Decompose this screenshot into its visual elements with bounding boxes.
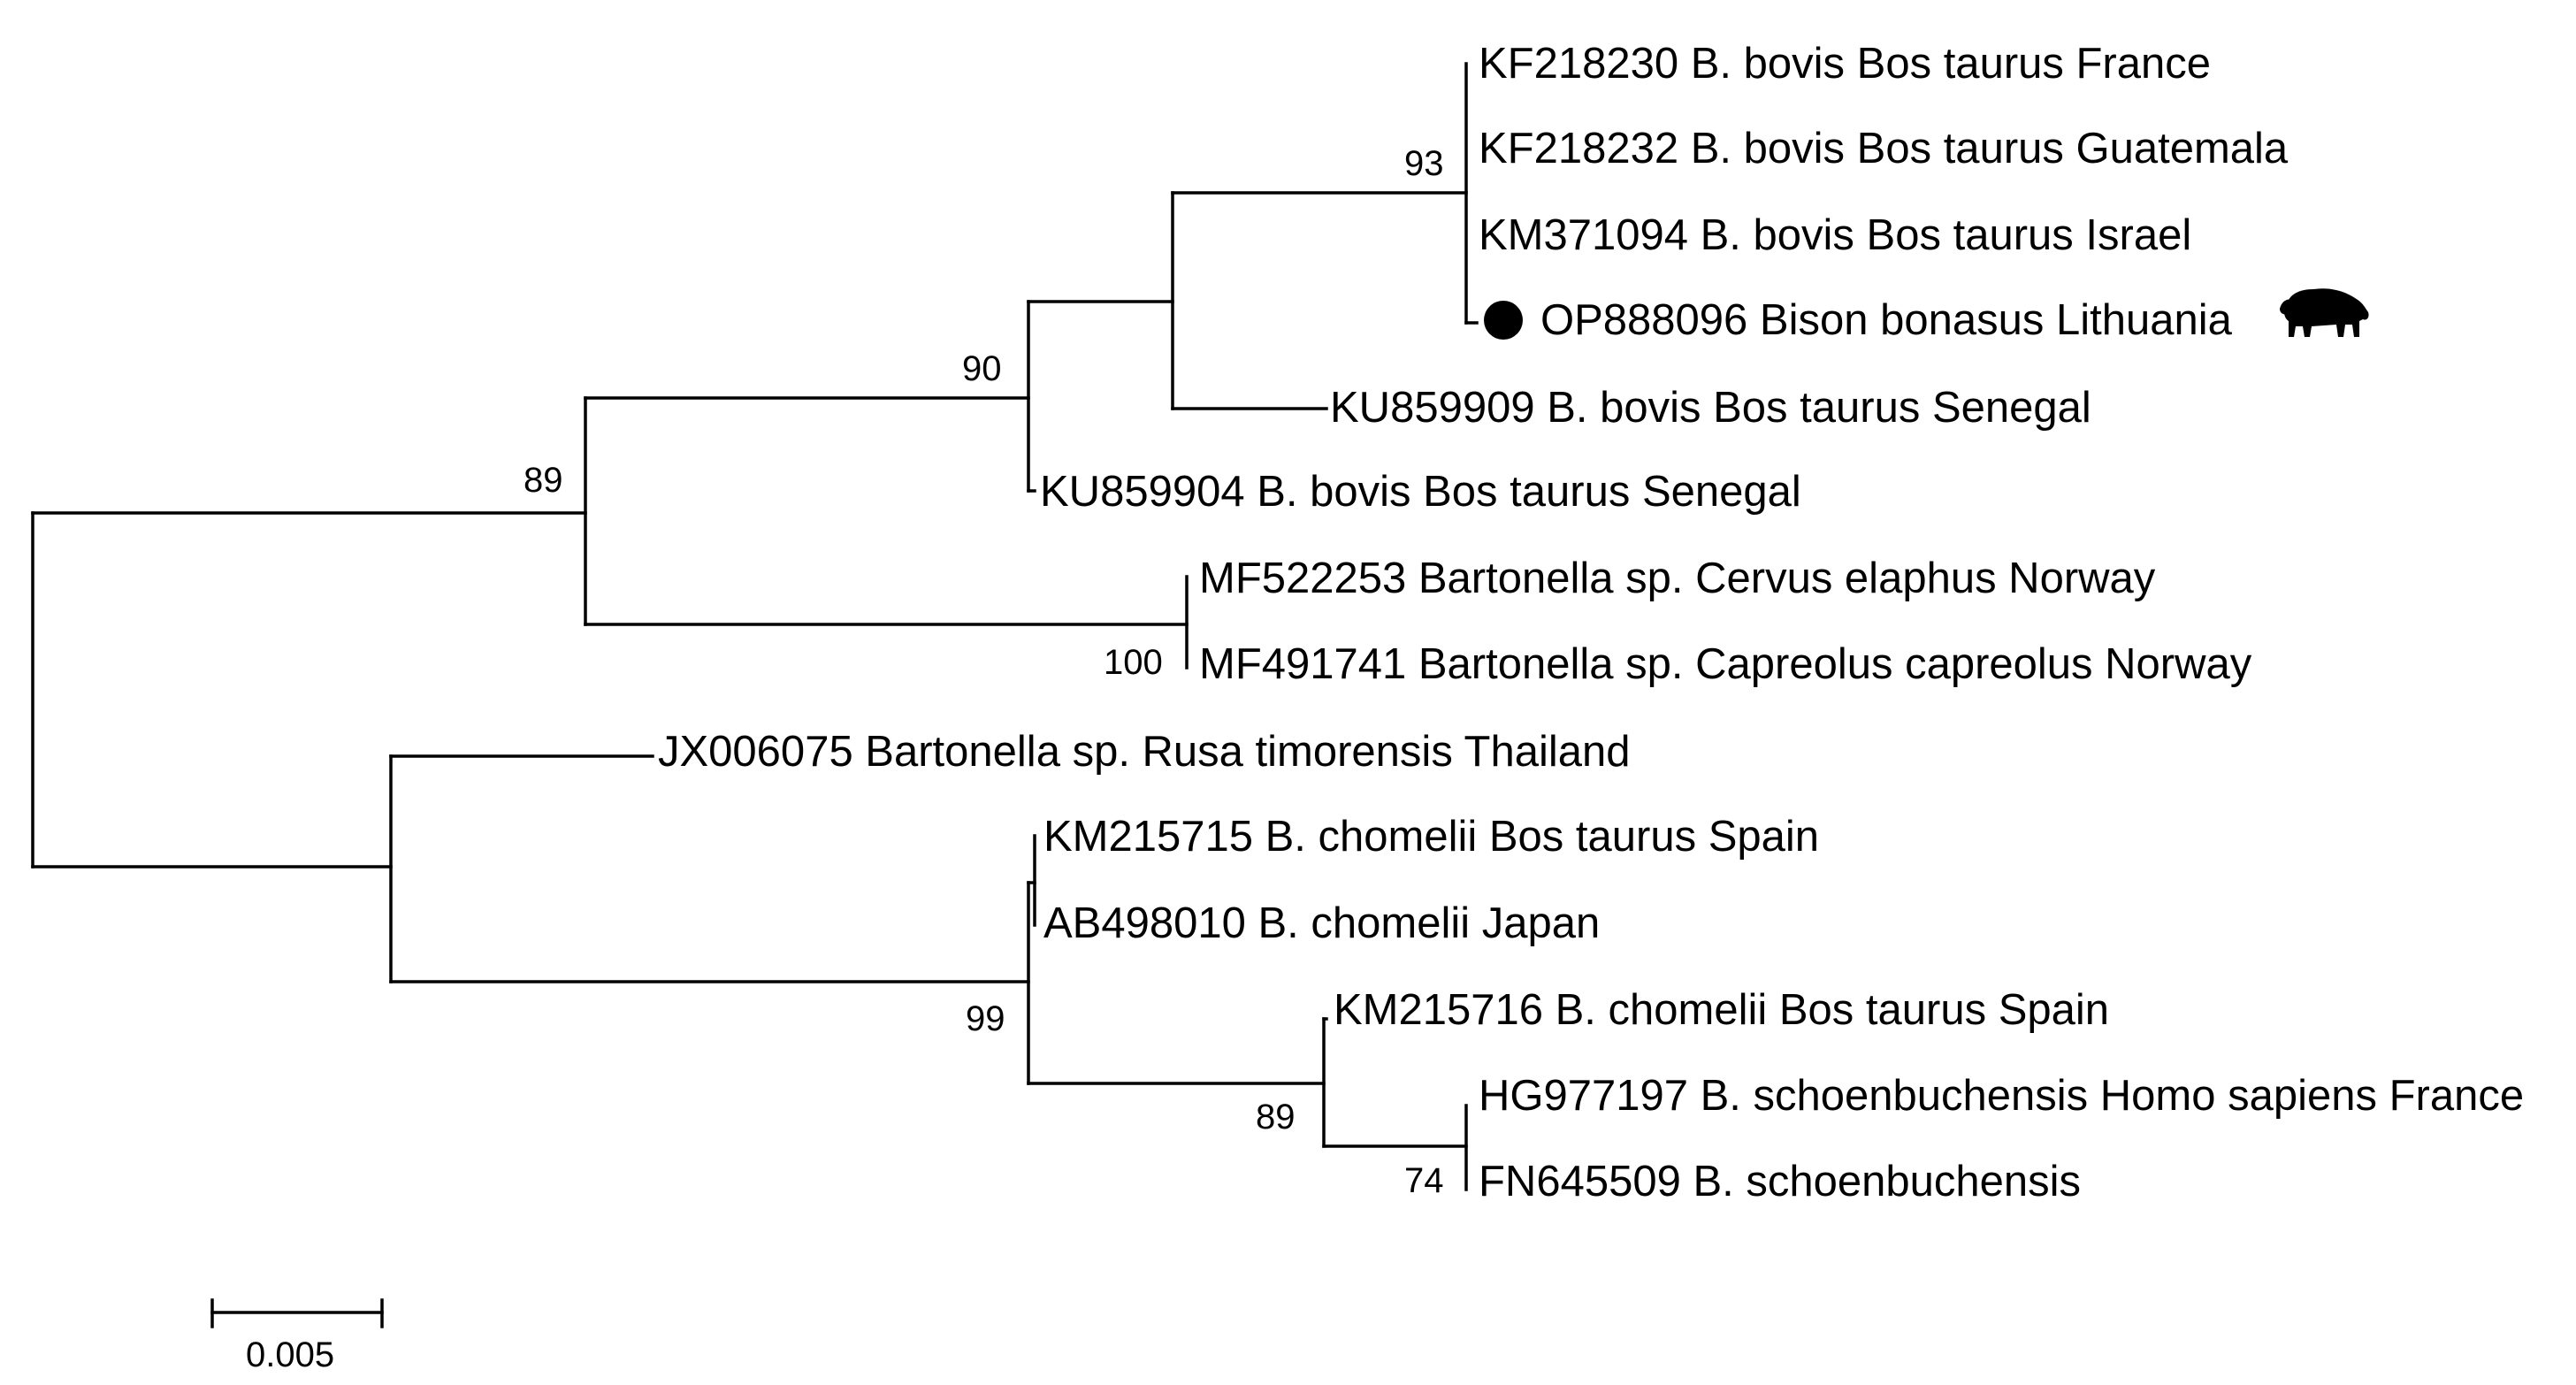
bison-icon [2280,288,2369,337]
leaf-label: FN645509 B. schoenbuchensis [1479,1158,2081,1205]
leaf-label: KF218232 B. bovis Bos taurus Guatemala [1479,125,2289,172]
leaf-label: OP888096 Bison bonasus Lithuania [1540,296,2233,344]
highlight-marker-icon [1484,301,1523,340]
bootstrap-value: 74 [1404,1161,1444,1200]
branches [31,62,1479,1191]
bootstrap-value: 100 [1104,643,1163,682]
leaf-label: JX006075 Bartonella sp. Rusa timorensis … [658,728,1631,776]
leaf-label: KU859909 B. bovis Bos taurus Senegal [1330,384,2091,432]
leaf-label: AB498010 B. chomelii Japan [1043,899,1600,947]
bootstrap-value: 90 [962,349,1002,388]
bootstrap-values: 93 90 89 100 99 89 74 [524,144,1444,1200]
leaf-label: KF218230 B. bovis Bos taurus France [1479,40,2211,88]
leaf-label: MF491741 Bartonella sp. Capreolus capreo… [1199,640,2252,688]
leaf-label: KM371094 B. bovis Bos taurus Israel [1479,211,2191,259]
scale-bar: 0.005 [210,1298,384,1374]
leaf-label: HG977197 B. schoenbuchensis Homo sapiens… [1479,1072,2524,1120]
scale-bar-label: 0.005 [246,1335,334,1374]
bootstrap-value: 89 [524,461,563,500]
leaf-label: KM215715 B. chomelii Bos taurus Spain [1043,813,1819,861]
leaf-label: KM215716 B. chomelii Bos taurus Spain [1334,986,2109,1034]
bootstrap-value: 89 [1256,1098,1296,1136]
leaf-labels: KF218230 B. bovis Bos taurus France KF21… [658,40,2524,1205]
bootstrap-value: 99 [966,999,1005,1038]
bootstrap-value: 93 [1404,144,1444,183]
leaf-label: KU859904 B. bovis Bos taurus Senegal [1040,468,1801,516]
leaf-label: MF522253 Bartonella sp. Cervus elaphus N… [1199,555,2156,602]
